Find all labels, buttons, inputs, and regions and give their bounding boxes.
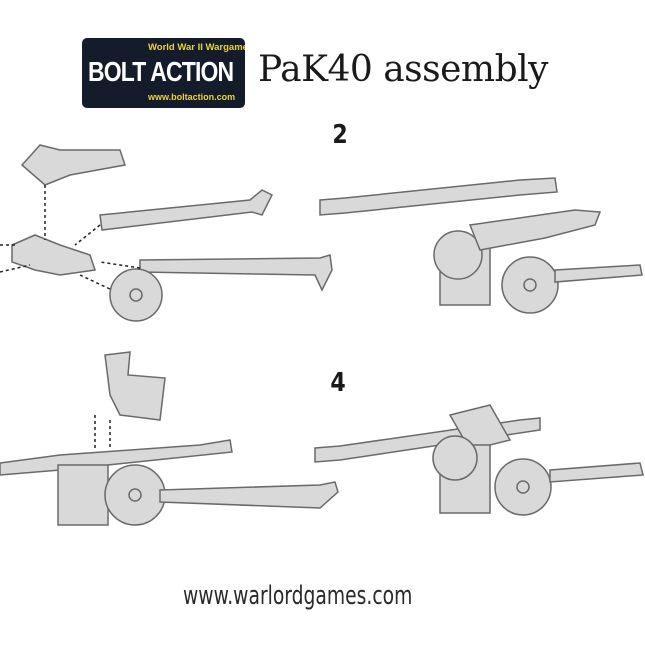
step2-assembled-gun [319, 177, 643, 314]
logo-tagline: World War II Wargame [148, 42, 245, 53]
step-number-2: 2 [332, 120, 348, 150]
logo-brand: BOLT ACTION [88, 56, 234, 87]
logo-url: www.boltaction.com [148, 92, 236, 102]
step4-completed-gun [314, 404, 644, 516]
page-title: PaK40 assembly [258, 49, 548, 90]
footer-url: www.warlordgames.com [183, 581, 413, 611]
step3-shield-attach [0, 351, 339, 526]
step1-exploded-parts [0, 144, 333, 322]
bolt-action-logo: World War II Wargame BOLT ACTION www.bol… [82, 38, 245, 108]
step-number-4: 4 [330, 368, 346, 398]
